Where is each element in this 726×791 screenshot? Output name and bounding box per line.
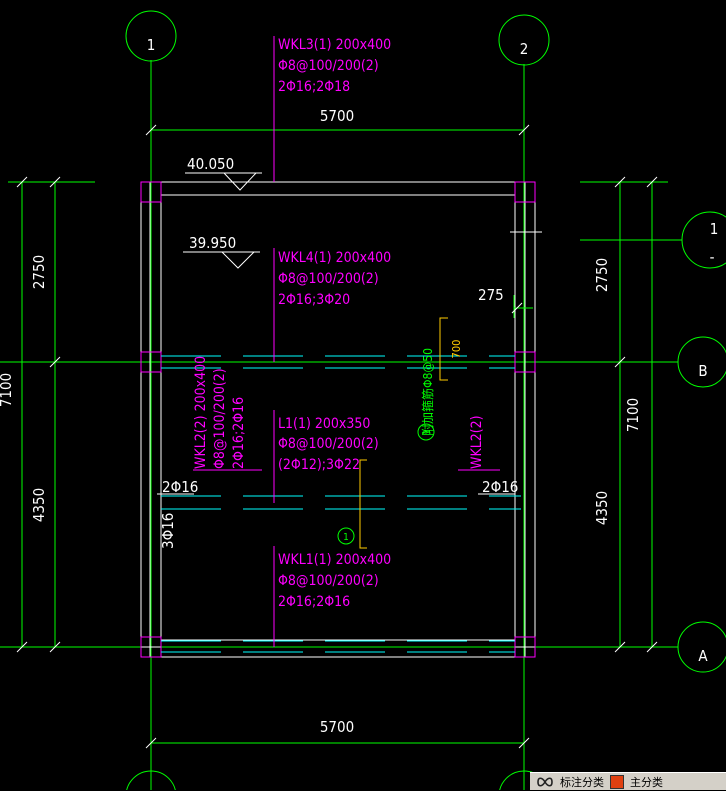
dim-left-upper: 2750: [30, 255, 48, 289]
building-outline[interactable]: [140, 181, 536, 658]
stirrup-note[interactable]: 附加箍筋Φ8@50 1: [417, 348, 435, 441]
columns[interactable]: [140, 181, 536, 658]
dim-left-total: 7100: [0, 373, 15, 407]
status-label-main[interactable]: 主分类: [630, 776, 663, 789]
svg-text:WKL2(2): WKL2(2): [469, 415, 485, 469]
beam-label-l1[interactable]: L1(1) 200x350 Φ8@100/200(2) (2Φ12);3Φ22: [273, 410, 379, 503]
axis-bubble-2[interactable]: 2: [498, 14, 550, 66]
axis-bubble-bottom-2[interactable]: [499, 770, 549, 790]
beam-rebar-A: [161, 640, 515, 653]
svg-text:WKL2(2) 200x400: WKL2(2) 200x400: [193, 356, 209, 469]
axis-bubble-bottom-1[interactable]: [126, 770, 176, 790]
dim-bottom-width: 5700: [320, 718, 354, 736]
elevation-stair[interactable]: 39.950: [183, 234, 260, 269]
beam-label-wkl2-left[interactable]: WKL2(2) 200x400 Φ8@100/200(2) 2Φ16;2Φ16: [193, 356, 262, 471]
svg-text:(2Φ12);3Φ22: (2Φ12);3Φ22: [278, 457, 360, 473]
dimension-top: 5700: [145, 107, 530, 136]
svg-text:1: 1: [710, 220, 719, 238]
rebar-left-top: 2Φ16: [162, 478, 198, 496]
status-bar: 标注分类 主分类: [530, 772, 726, 790]
color-swatch-icon[interactable]: [610, 774, 624, 789]
svg-text:Φ8@100/200(2): Φ8@100/200(2): [278, 271, 379, 287]
svg-text:Φ8@100/200(2): Φ8@100/200(2): [278, 436, 379, 452]
beam-label-wkl1[interactable]: WKL1(1) 200x400 Φ8@100/200(2) 2Φ16;2Φ16: [273, 546, 391, 647]
svg-text:Φ8@100/200(2): Φ8@100/200(2): [278, 58, 379, 74]
svg-text:275: 275: [478, 286, 504, 304]
svg-text:1: 1: [147, 36, 156, 54]
svg-text:-: -: [710, 248, 715, 266]
axis-bubble-1[interactable]: 1: [125, 10, 177, 62]
axis-grid: [0, 60, 682, 790]
rebar-callouts[interactable]: 2Φ16 2Φ16 3Φ16: [157, 478, 518, 549]
beam-label-wkl3[interactable]: WKL3(1) 200x400 Φ8@100/200(2) 2Φ16;2Φ18: [273, 36, 391, 182]
dim-left-lower: 4350: [30, 488, 48, 522]
dim-top-width: 5700: [320, 107, 354, 125]
beam-label-wkl4[interactable]: WKL4(1) 200x400 Φ8@100/200(2) 2Φ16;3Φ20: [273, 248, 391, 362]
svg-text:2Φ16;2Φ16: 2Φ16;2Φ16: [278, 594, 350, 610]
dimension-bottom: 5700: [145, 718, 530, 749]
beam-rebar-B: [161, 355, 515, 369]
svg-text:2: 2: [520, 40, 529, 58]
dim-right-total: 7100: [624, 398, 642, 432]
svg-text:WKL4(1) 200x400: WKL4(1) 200x400: [278, 250, 391, 266]
svg-text:40.050: 40.050: [187, 155, 234, 173]
hatch-detail[interactable]: 700: [359, 317, 463, 549]
dimension-left: 2750 4350 7100: [0, 176, 95, 653]
svg-text:1: 1: [422, 429, 433, 435]
rebar-left-side: 3Φ16: [159, 513, 177, 549]
svg-text:2Φ16;2Φ16: 2Φ16;2Φ16: [231, 397, 247, 469]
infinity-icon[interactable]: [536, 776, 554, 788]
svg-text:B: B: [698, 362, 707, 380]
svg-text:WKL1(1) 200x400: WKL1(1) 200x400: [278, 552, 391, 568]
axis-bubble-sub[interactable]: 1 -: [681, 211, 726, 269]
beam-rebar-L1: [161, 495, 521, 510]
axis-bubble-A[interactable]: A: [677, 621, 726, 673]
svg-text:L1(1) 200x350: L1(1) 200x350: [278, 416, 370, 432]
svg-text:Φ8@100/200(2): Φ8@100/200(2): [212, 368, 228, 469]
dim-right-upper: 2750: [593, 258, 611, 292]
section-marker[interactable]: 1: [337, 527, 355, 545]
rebar-right-top: 2Φ16: [482, 478, 518, 496]
svg-text:A: A: [698, 647, 708, 665]
svg-text:2Φ16;3Φ20: 2Φ16;3Φ20: [278, 292, 350, 308]
status-label-annotation[interactable]: 标注分类: [560, 776, 604, 789]
svg-text:WKL3(1) 200x400: WKL3(1) 200x400: [278, 37, 391, 53]
svg-text:39.950: 39.950: [189, 234, 236, 252]
svg-text:700: 700: [450, 340, 463, 359]
axis-bubble-B[interactable]: B: [677, 336, 726, 388]
elevation-roof[interactable]: 40.050: [185, 155, 262, 191]
beam-label-wkl2-right[interactable]: WKL2(2): [458, 415, 500, 471]
svg-text:1: 1: [343, 532, 349, 543]
svg-text:附加箍筋Φ8@50: 附加箍筋Φ8@50: [420, 348, 435, 436]
dimension-offset[interactable]: 275: [478, 231, 542, 318]
svg-text:Φ8@100/200(2): Φ8@100/200(2): [278, 573, 379, 589]
svg-text:2Φ16;2Φ18: 2Φ16;2Φ18: [278, 79, 350, 95]
dimension-right: 2750 4350 7100: [580, 176, 668, 653]
dim-right-lower: 4350: [593, 491, 611, 525]
